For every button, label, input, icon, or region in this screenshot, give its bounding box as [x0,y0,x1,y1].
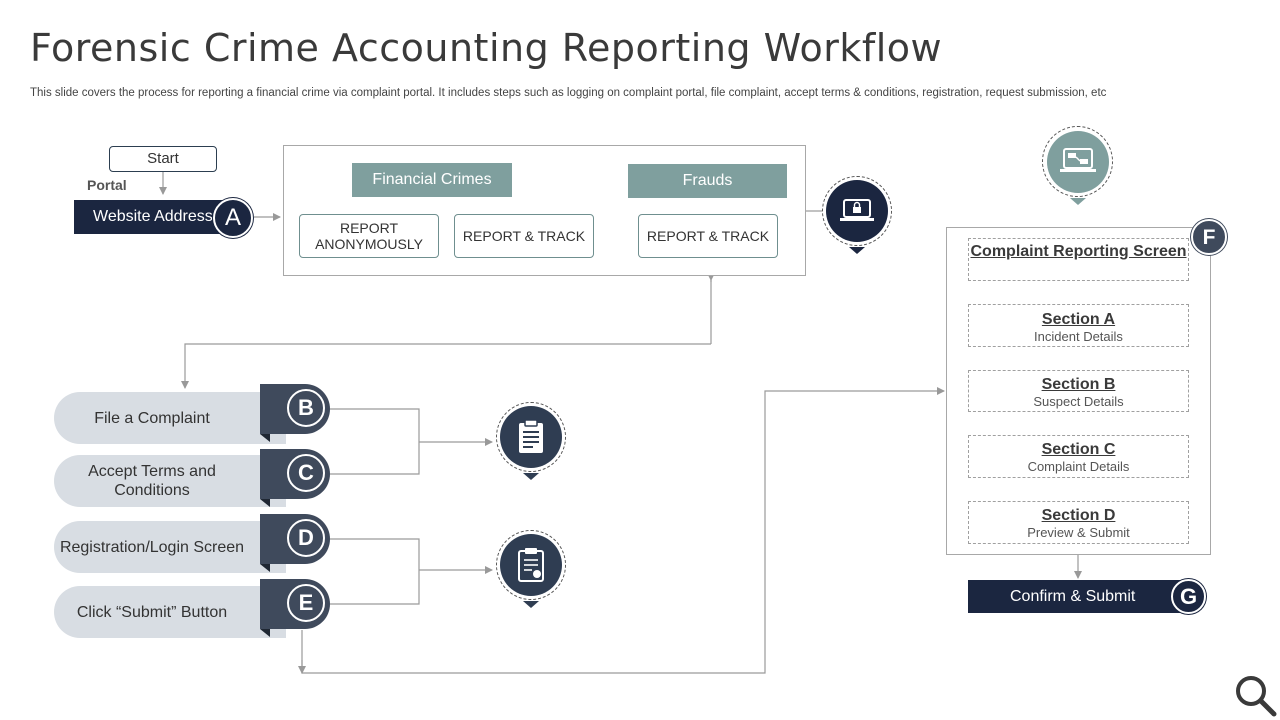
step-g-badge: G [1171,579,1206,614]
clipboard-check-pin [500,534,562,596]
start-node: Start [109,146,217,172]
clipboard-pin-pointer [523,473,539,480]
laptop-pin-pointer [849,247,865,254]
clipboard-check-pin-pointer [523,601,539,608]
section-b-title: Section B [1041,376,1116,393]
step-b-badge: B [287,389,325,427]
laptop-transfer-icon [1060,148,1096,172]
step-c-badge: C [287,454,325,492]
website-address-bar: Website Address [74,200,224,234]
step-d-fold [260,564,270,572]
step-registration-login: Registration/Login Screen [54,521,286,573]
step-a-badge: A [213,198,253,238]
laptop-lock-icon [840,199,874,221]
step-label: Accept Terms and Conditions [88,463,216,499]
complaint-screen-title-box: Complaint Reporting Screen [968,238,1189,281]
section-d-sub: Preview & Submit [1027,525,1130,540]
report-track-box-financial: REPORT & TRACK [454,214,594,258]
clipboard-pin [500,406,562,468]
step-e-badge: E [287,584,325,622]
complaint-screen-title: Complaint Reporting Screen [970,243,1187,260]
page-subtitle: This slide covers the process for report… [30,87,1107,99]
step-file-complaint: File a Complaint [54,392,286,444]
step-d-badge: D [287,519,325,557]
section-c-sub: Complaint Details [1027,459,1130,474]
section-a-title: Section A [1041,311,1116,328]
section-a-sub: Incident Details [1034,329,1123,344]
step-accept-terms: Accept Terms and Conditions [54,455,286,507]
section-d-title: Section D [1041,507,1116,524]
clipboard-icon [519,419,543,453]
section-d-box: Section D Preview & Submit [968,501,1189,544]
step-click-submit: Click “Submit” Button [54,586,286,638]
step-e-fold [260,629,270,637]
transfer-pin-pointer [1070,198,1086,205]
step-b-fold [260,434,270,442]
magnifier-icon[interactable] [1234,674,1278,718]
confirm-submit-bar: Confirm & Submit [968,580,1188,613]
transfer-pin-ring [1042,126,1113,197]
frauds-header: Frauds [628,164,787,198]
clipboard-check-pin-ring [496,530,566,600]
financial-crimes-header: Financial Crimes [352,163,512,197]
clipboard-check-icon [518,548,544,582]
section-b-sub: Suspect Details [1033,394,1124,409]
report-anonymously-box: REPORT ANONYMOUSLY [299,214,439,258]
portal-label: Portal [87,177,127,193]
step-f-badge: F [1191,219,1227,255]
step-c-fold [260,499,270,507]
laptop-transfer-pin [1047,131,1109,193]
laptop-lock-pin [826,180,888,242]
section-a-box: Section A Incident Details [968,304,1189,347]
clipboard-pin-ring [496,402,566,472]
section-b-box: Section B Suspect Details [968,370,1189,412]
step-label: Click “Submit” Button [76,603,228,621]
step-label: Registration/Login Screen [59,538,245,556]
section-c-title: Section C [1041,441,1116,458]
section-c-box: Section C Complaint Details [968,435,1189,478]
report-track-box-frauds: REPORT & TRACK [638,214,778,258]
laptop-pin-ring [822,176,892,246]
page-title: Forensic Crime Accounting Reporting Work… [30,26,943,70]
step-label: File a Complaint [94,409,210,427]
